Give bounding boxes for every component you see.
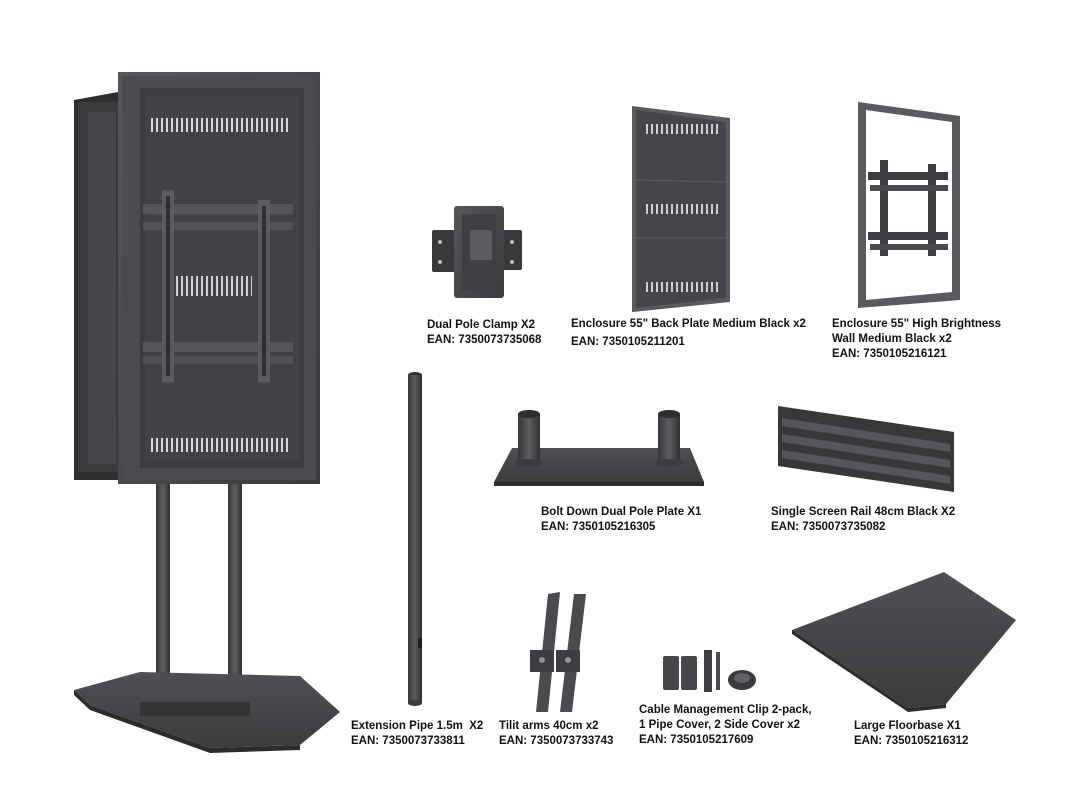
assembled-stand-illustration (74, 72, 340, 753)
caption-back-plate: Enclosure 55" Back Plate Medium Black x2… (571, 317, 806, 350)
caption-extension-pipe: Extension Pipe 1.5m X2 EAN: 735007373381… (351, 719, 483, 749)
caption-title-line: Cable Management Clip 2-pack, (639, 704, 812, 716)
bolt-down-plate-illustration (494, 410, 704, 486)
large-floorbase-illustration (792, 572, 1016, 712)
caption-ean: EAN: 7350073733811 (351, 735, 465, 747)
caption-title-line: Bolt Down Dual Pole Plate X1 (541, 506, 702, 518)
caption-large-floorbase: Large Floorbase X1 EAN: 7350105216312 (854, 719, 968, 749)
caption-ean: EAN: 7350105216305 (541, 521, 656, 533)
caption-screen-rail: Single Screen Rail 48cm Black X2 EAN: 73… (771, 505, 955, 535)
caption-title-line: Dual Pole Clamp X2 (427, 319, 536, 331)
caption-ean: EAN: 7350073735082 (771, 521, 886, 533)
caption-high-brightness-wall: Enclosure 55" High Brightness Wall Mediu… (832, 317, 1001, 362)
caption-title-line: Enclosure 55" High Brightness (832, 318, 1002, 330)
extension-pipe-illustration (408, 372, 422, 706)
caption-title-line: Wall Medium Black x2 (832, 333, 952, 345)
caption-title-line: Extension Pipe 1.5m X2 (351, 720, 484, 732)
caption-title-line: Tilit arms 40cm x2 (499, 720, 599, 732)
caption-cable-clip: Cable Management Clip 2-pack, 1 Pipe Cov… (639, 703, 812, 748)
caption-bolt-down-plate: Bolt Down Dual Pole Plate X1 EAN: 735010… (541, 505, 701, 535)
caption-ean: EAN: 7350073735068 (427, 334, 542, 346)
caption-title-line: Large Floorbase X1 (854, 720, 961, 732)
back-plate-illustration (632, 106, 730, 312)
dual-pole-clamp-illustration (432, 206, 522, 298)
caption-tilt-arms: Tilit arms 40cm x2 EAN: 7350073733743 (499, 719, 613, 749)
screen-rail-illustration (778, 406, 954, 492)
cable-clip-illustration (663, 650, 756, 692)
caption-title-line: 1 Pipe Cover, 2 Side Cover x2 (639, 719, 801, 731)
caption-title-line: Enclosure 55" Back Plate Medium Black x2 (571, 318, 806, 330)
caption-ean: EAN: 7350105216121 (832, 348, 947, 360)
caption-dual-pole-clamp: Dual Pole Clamp X2 EAN: 7350073735068 (427, 318, 541, 348)
caption-title-line: Single Screen Rail 48cm Black X2 (771, 506, 956, 518)
high-brightness-wall-illustration (858, 102, 960, 308)
tilt-arms-illustration (530, 592, 586, 712)
caption-ean: EAN: 7350105217609 (639, 734, 754, 746)
caption-ean: EAN: 7350073733743 (499, 735, 614, 747)
caption-ean: EAN: 7350105211201 (571, 336, 685, 348)
caption-ean: EAN: 7350105216312 (854, 735, 969, 747)
